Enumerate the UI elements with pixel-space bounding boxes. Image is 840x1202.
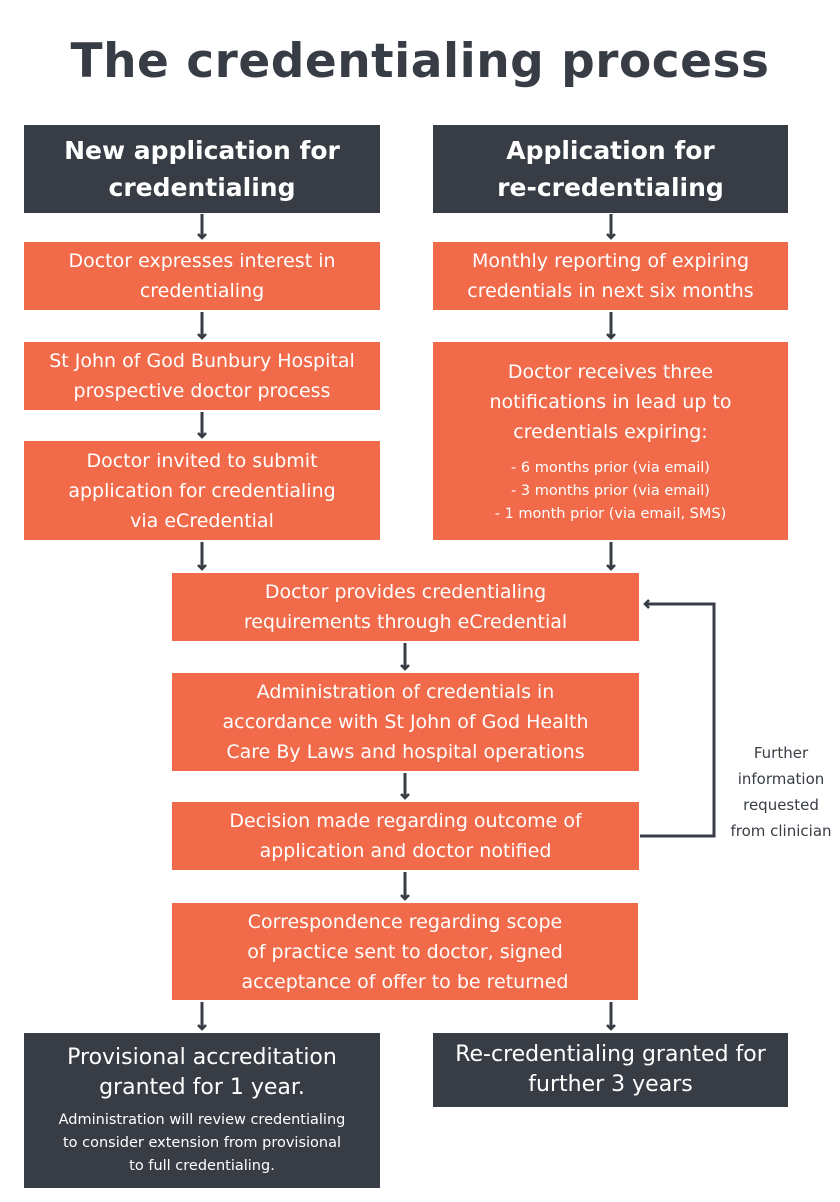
step-three-notifications: Doctor receives three notifications in l… xyxy=(433,342,788,540)
step-line: Monthly reporting of expiring xyxy=(471,250,750,272)
step-line: Doctor expresses interest in xyxy=(68,250,336,272)
loop-back-arrow xyxy=(640,599,716,838)
step-monthly-reporting: Monthly reporting of expiring credential… xyxy=(433,242,788,310)
step-line: credentials in next six months xyxy=(467,280,754,302)
step-line: Correspondence regarding scope xyxy=(247,910,563,933)
step-line: Doctor provides credentialing xyxy=(264,581,547,603)
outcome-detail-line: to full credentialing. xyxy=(129,1158,275,1174)
step-line: credentials expiring: xyxy=(513,420,708,443)
outcome-provisional-accreditation: Provisional accreditation granted for 1 … xyxy=(24,1033,380,1188)
step-line: Doctor receives three xyxy=(507,360,714,383)
header-line: credentialing xyxy=(108,173,296,202)
header-line: re-credentialing xyxy=(497,173,724,202)
step-line: notifications in lead up to xyxy=(489,390,732,413)
step-doctor-invited-to-submit: Doctor invited to submit application for… xyxy=(24,441,380,540)
outcome-title-line: Re-credentialing granted for xyxy=(455,1042,766,1067)
header-line: New application for xyxy=(64,136,340,165)
step-line: accordance with St John of God Health xyxy=(222,711,589,733)
loop-note-line: requested xyxy=(743,796,819,814)
outcome-detail-line: Administration will review credentialing xyxy=(58,1112,346,1128)
loop-note-line: information xyxy=(737,770,825,788)
step-line: Decision made regarding outcome of xyxy=(229,810,582,832)
step-decision-made: Decision made regarding outcome of appli… xyxy=(172,802,639,870)
header-line: Application for xyxy=(506,136,715,165)
step-line: Care By Laws and hospital operations xyxy=(226,741,585,763)
step-line: of practice sent to doctor, signed xyxy=(247,940,563,963)
outcome-title-line: further 3 years xyxy=(528,1072,693,1097)
outcome-title-line: Provisional accreditation xyxy=(67,1045,337,1070)
loop-note-line: from clinician xyxy=(730,822,832,840)
step-administration-of-credentials: Administration of credentials in accorda… xyxy=(172,673,639,771)
loop-note: Further information requested from clini… xyxy=(716,740,840,844)
step-line: via eCredential xyxy=(130,509,274,532)
outcome-detail-line: to consider extension from provisional xyxy=(62,1135,341,1151)
loop-note-line: Further xyxy=(753,744,809,762)
step-line: prospective doctor process xyxy=(73,380,331,402)
step-line: credentialing xyxy=(139,280,265,302)
step-line: St John of God Bunbury Hospital xyxy=(49,350,355,372)
step-line: Administration of credentials in xyxy=(256,681,555,703)
notification-item: - 1 month prior (via email, SMS) xyxy=(494,505,727,522)
header-new-application: New application for credentialing xyxy=(24,125,380,213)
outcome-title-line: granted for 1 year. xyxy=(99,1075,305,1100)
step-doctor-provides-requirements: Doctor provides credentialing requiremen… xyxy=(172,573,639,641)
notification-item: - 3 months prior (via email) xyxy=(511,482,710,499)
header-re-credentialing: Application for re-credentialing xyxy=(433,125,788,213)
outcome-re-credentialing-granted: Re-credentialing granted for further 3 y… xyxy=(433,1033,788,1107)
step-line: Doctor invited to submit xyxy=(86,449,318,472)
step-line: application and doctor notified xyxy=(259,840,552,862)
notification-item: - 6 months prior (via email) xyxy=(511,459,710,476)
step-line: application for credentialing xyxy=(68,479,336,502)
page-title: The credentialing process xyxy=(70,34,770,89)
step-line: requirements through eCredential xyxy=(243,611,568,633)
step-line: acceptance of offer to be returned xyxy=(241,970,569,993)
step-doctor-expresses-interest: Doctor expresses interest in credentiali… xyxy=(24,242,380,310)
step-correspondence-scope-of-practice: Correspondence regarding scope of practi… xyxy=(172,903,638,1000)
step-prospective-doctor-process: St John of God Bunbury Hospital prospect… xyxy=(24,342,380,410)
